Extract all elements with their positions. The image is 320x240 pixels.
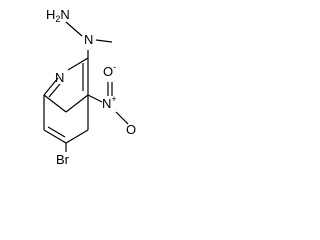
bromine-label: Br	[56, 152, 70, 167]
bond-c4-c5	[43, 94, 67, 113]
nitro-oxygen-lower-label: O	[126, 122, 136, 137]
bond-c3-nitro	[87, 94, 103, 103]
ring-nitrogen-label: N	[55, 70, 64, 85]
bond-n1-left-inner	[48, 83, 61, 98]
bond-ring-bottom-inner	[47, 126, 66, 138]
chemical-structure: N H2N N N+ O- O Br	[43, 7, 136, 167]
bond-c3-c4	[65, 94, 89, 113]
bond-ring-right-bottom	[65, 129, 89, 144]
bond-ring-bottom	[43, 129, 67, 144]
hydrazine-nh2-label: H2N	[46, 7, 70, 24]
bond-nme-nh2	[65, 21, 83, 37]
hydrazine-methyl-nitrogen-label: N	[84, 32, 93, 47]
bond-nitro-o-lower	[115, 111, 129, 125]
nitro-nitrogen-label: N+	[102, 94, 117, 111]
bond-n1-left	[43, 77, 59, 96]
bond-nme-methyl	[95, 39, 113, 43]
nitro-oxygen-upper-label: O-	[103, 62, 116, 79]
bond-n1-c2	[67, 57, 89, 71]
